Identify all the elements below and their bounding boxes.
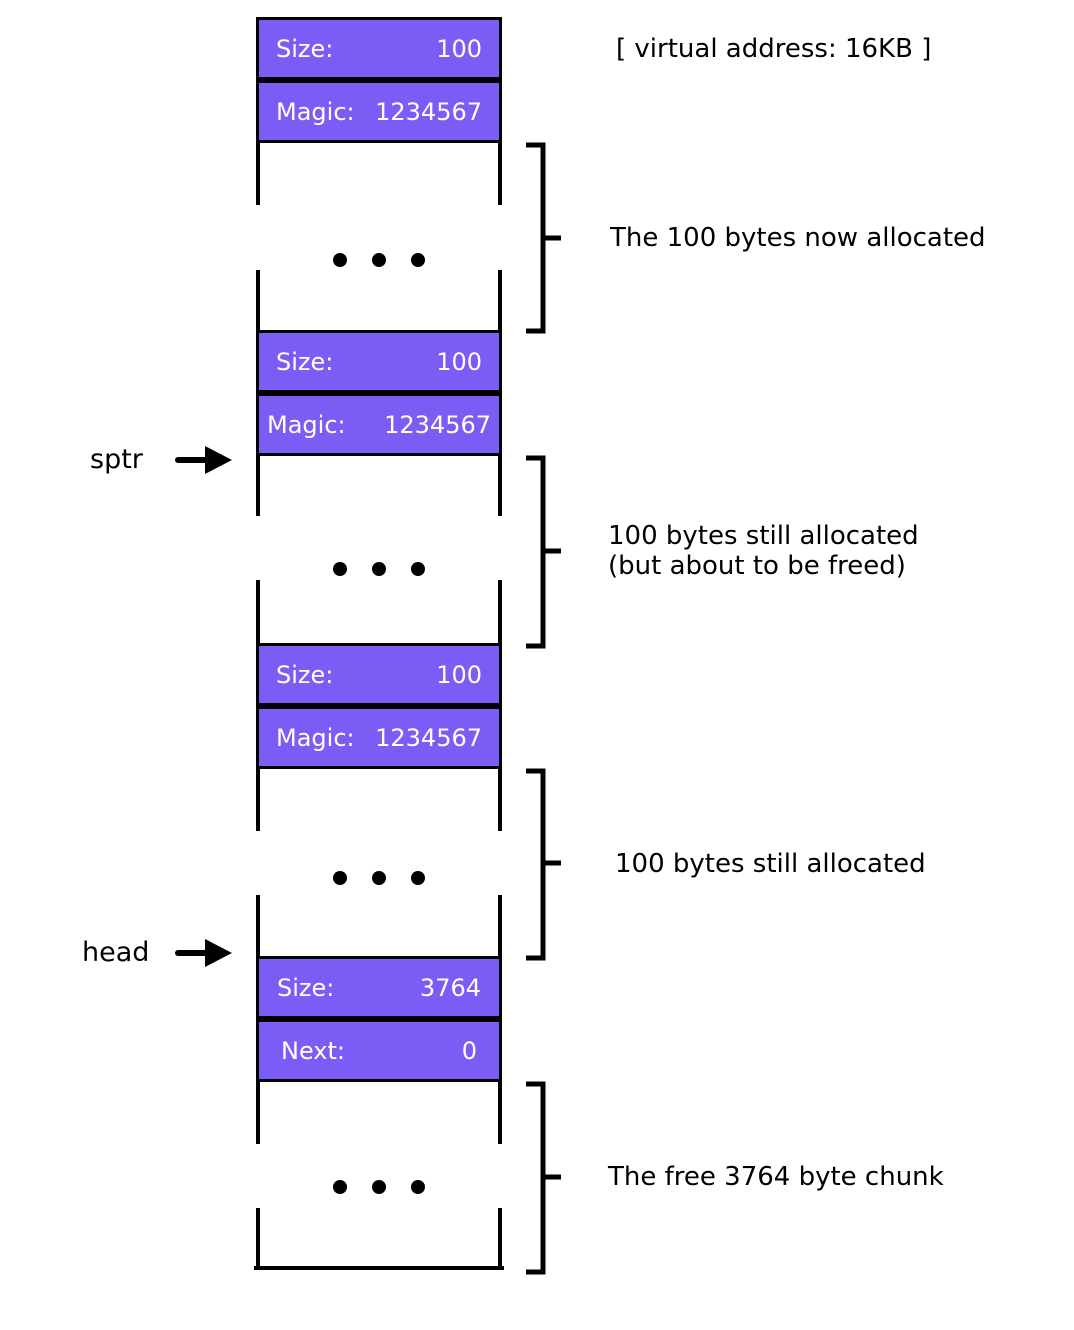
magic-label: Magic:: [276, 97, 355, 126]
sptr-arrow: [175, 446, 232, 474]
magic-label: Magic:: [276, 723, 355, 752]
header-magic-2: Magic: 1234567: [256, 393, 502, 456]
brace: [526, 455, 561, 649]
ellipsis-dot: [372, 253, 386, 267]
head-arrow: [175, 939, 232, 967]
ellipsis-dot: [372, 871, 386, 885]
size-value: 100: [436, 34, 482, 63]
ellipsis-dot: [411, 253, 425, 267]
ellipsis-dot: [333, 562, 347, 576]
ellipsis-dot: [333, 871, 347, 885]
head-label: head: [82, 937, 150, 968]
brace: [526, 768, 561, 961]
size-label: Size:: [276, 347, 334, 376]
size-value: 100: [436, 347, 482, 376]
header-size-2: Size: 100: [256, 330, 502, 393]
region-label-about-to-free-2: (but about to be freed): [608, 551, 906, 581]
next-value: 0: [461, 1036, 477, 1065]
virtual-address-label: [ virtual address: 16KB ]: [616, 34, 932, 64]
header-next-free: Next: 0: [256, 1019, 502, 1082]
magic-value: 1234567: [384, 410, 491, 439]
ellipsis-dot: [411, 1180, 425, 1194]
size-value: 100: [436, 660, 482, 689]
size-label: Size:: [276, 34, 334, 63]
header-size-3: Size: 100: [256, 643, 502, 706]
ellipsis-dot: [411, 562, 425, 576]
brace: [526, 142, 561, 334]
size-label: Size:: [277, 973, 335, 1002]
ellipsis-dot: [411, 871, 425, 885]
size-label: Size:: [276, 660, 334, 689]
region-label-allocated-now: The 100 bytes now allocated: [610, 223, 986, 253]
ellipsis-dot: [333, 1180, 347, 1194]
magic-value: 1234567: [375, 723, 482, 752]
size-value: 3764: [419, 973, 481, 1002]
sptr-label: sptr: [90, 444, 143, 475]
brace: [526, 1081, 561, 1275]
header-size-free: Size: 3764: [256, 956, 502, 1019]
header-size-1: Size: 100: [256, 17, 502, 80]
ellipsis-dot: [372, 1180, 386, 1194]
magic-value: 1234567: [375, 97, 482, 126]
ellipsis-dot: [372, 562, 386, 576]
next-label: Next:: [281, 1036, 345, 1065]
region-label-about-to-free-1: 100 bytes still allocated: [608, 521, 919, 551]
region-label-still-allocated: 100 bytes still allocated: [615, 849, 926, 879]
magic-label: Magic:: [267, 410, 346, 439]
header-magic-1: Magic: 1234567: [256, 80, 502, 143]
ellipsis-dot: [333, 253, 347, 267]
region-label-free-chunk: The free 3764 byte chunk: [608, 1162, 944, 1192]
header-magic-3: Magic: 1234567: [256, 706, 502, 769]
